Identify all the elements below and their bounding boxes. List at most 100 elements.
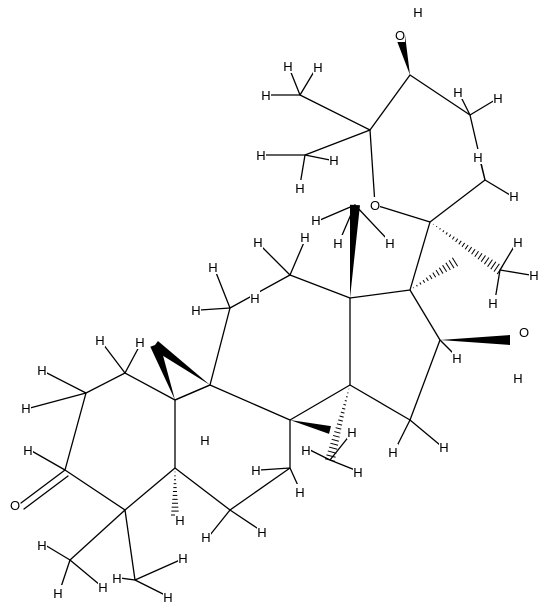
label-background	[200, 432, 210, 447]
bond-30	[299, 94, 371, 131]
label-background	[395, 27, 405, 42]
label-background	[53, 585, 63, 600]
hydrogen-atom: H	[178, 551, 187, 566]
label-background	[208, 259, 218, 274]
hydroxyl-top-oxygen: O	[395, 28, 405, 43]
hydrogen-atom: H	[353, 465, 362, 480]
hydrogen-atom: H	[251, 463, 260, 478]
label-background	[513, 234, 523, 249]
bond-17	[349, 384, 411, 421]
ring-oxygen: O	[370, 198, 380, 213]
bond-70	[44, 544, 71, 561]
label-background	[37, 362, 47, 377]
bond-29	[124, 509, 136, 581]
label-background	[439, 439, 449, 454]
hydrogen-atom: H	[529, 268, 538, 283]
hydrogen-atom: H	[473, 150, 482, 165]
label-background	[509, 188, 519, 203]
label-background	[385, 235, 395, 250]
label-background	[453, 84, 463, 99]
hydrogen-atom: H	[453, 85, 462, 100]
hydrogen-atom: H	[452, 351, 461, 366]
bond-3	[64, 469, 126, 511]
label-background	[283, 58, 293, 73]
hydrogen-atom: H	[135, 335, 144, 350]
label-background	[313, 59, 323, 74]
bond-19	[409, 289, 441, 341]
label-background	[413, 4, 423, 19]
bond-50	[214, 269, 231, 309]
hydroxyl-top-hydrogen: H	[413, 5, 422, 20]
bond-76	[289, 69, 301, 96]
wedge-bond-42	[395, 33, 410, 75]
bond-52	[259, 244, 291, 276]
label-background	[98, 579, 108, 594]
label-background	[251, 462, 261, 477]
bond-72	[69, 559, 101, 586]
bond-22	[429, 179, 486, 223]
label-background	[191, 302, 201, 317]
bond-65	[339, 204, 356, 241]
wedge-bond-43	[440, 335, 510, 345]
bond-16	[174, 467, 231, 511]
bond-68	[329, 459, 356, 471]
hydrogen-atom: H	[493, 91, 502, 106]
hydrogen-atom: H	[98, 580, 107, 595]
label-background	[452, 350, 462, 365]
hydrogen-atom: H	[295, 485, 304, 500]
bond-26	[369, 129, 376, 206]
bond-4	[124, 467, 176, 511]
label-background	[295, 180, 305, 195]
hydrogen-atom: H	[95, 333, 104, 348]
bond-46	[124, 344, 141, 374]
bond-62	[484, 179, 511, 196]
bond-75	[134, 559, 181, 581]
label-background	[311, 212, 321, 227]
bond-74	[134, 579, 166, 596]
label-background	[333, 235, 343, 250]
hydroxyl-right-hydrogen: H	[513, 371, 522, 386]
bond-6	[124, 372, 176, 401]
bond-13	[209, 384, 291, 421]
wedge-bond-39	[290, 420, 331, 434]
bond-51	[199, 307, 231, 311]
bond-78	[299, 69, 316, 96]
hydrogen-atom: H	[385, 236, 394, 251]
bond-83	[499, 269, 531, 276]
bond-15	[229, 467, 291, 511]
bond-32	[20, 469, 66, 504]
bond-25	[369, 74, 411, 131]
hydrogen-atom: H	[488, 296, 497, 311]
hydrogen-atom: H	[163, 590, 172, 602]
hydrogen-atom: H	[513, 235, 522, 250]
label-background	[175, 512, 185, 527]
bond-33	[23, 475, 69, 510]
hydrogen-atom: H	[313, 60, 322, 75]
wedge-bond-35	[152, 340, 210, 385]
hydrogen-atom: H	[250, 291, 259, 306]
hydrogen-atom: H	[208, 260, 217, 275]
bond-12	[289, 384, 351, 421]
label-background	[250, 290, 260, 305]
bond-67	[309, 449, 331, 461]
label-background	[256, 147, 266, 162]
bond-69	[329, 434, 351, 461]
hydroxyl-right-oxygen: O	[519, 325, 529, 340]
hydrogen-atom: H	[256, 148, 265, 163]
hydrogen-atom: H	[295, 181, 304, 196]
hydrogen-atom: H	[283, 59, 292, 74]
bond-layer	[20, 33, 531, 596]
label-background	[301, 442, 311, 457]
label-background	[493, 90, 503, 105]
label-background	[261, 87, 271, 102]
label-background	[295, 484, 305, 499]
label-background	[201, 529, 211, 544]
label-background	[488, 295, 498, 310]
hashed-bond-40	[412, 257, 459, 289]
label-background	[513, 370, 523, 385]
hydrogen-atom: H	[37, 363, 46, 378]
bond-47	[44, 371, 87, 394]
hydrogen-atom: H	[300, 230, 309, 245]
label-background	[10, 497, 20, 512]
label-background	[473, 149, 483, 164]
